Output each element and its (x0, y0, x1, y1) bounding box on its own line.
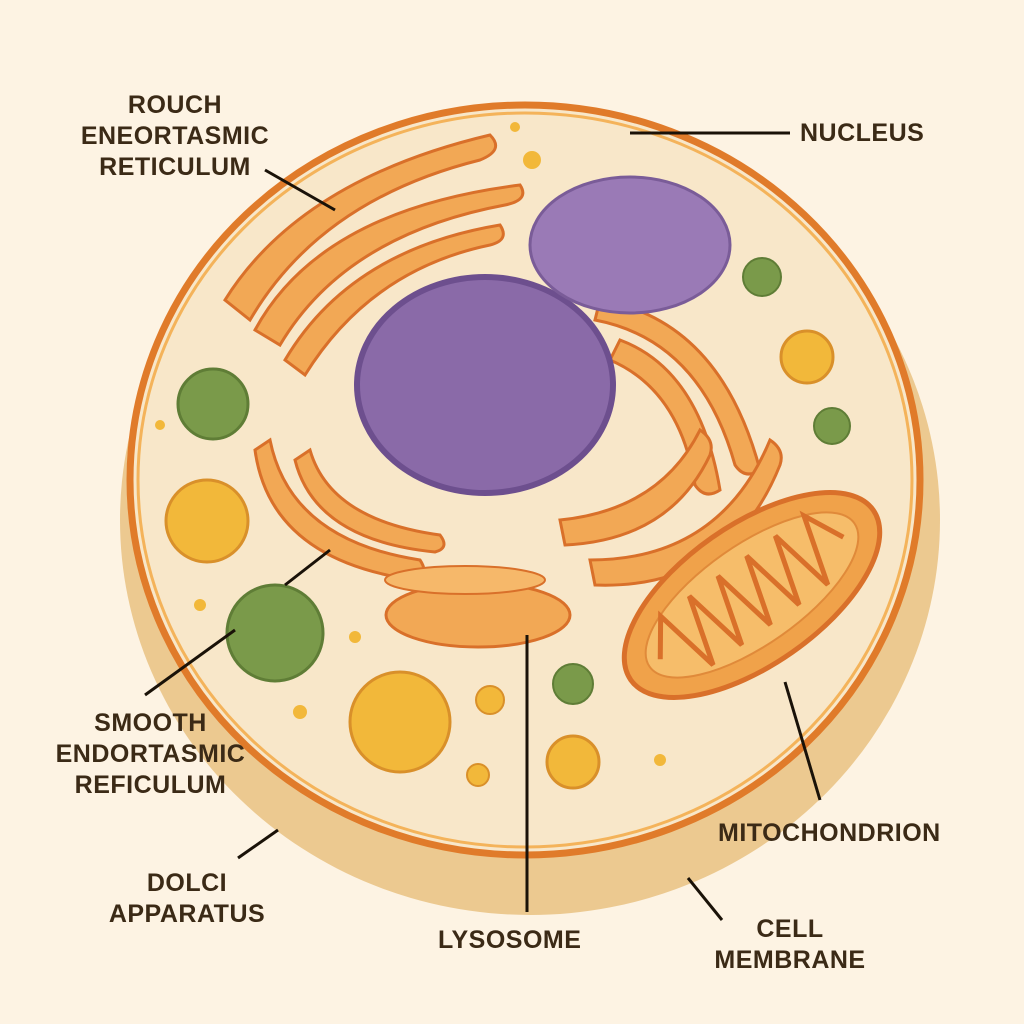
label-line: DOLCI (146, 869, 228, 897)
label-line: REFICULUM (74, 771, 227, 799)
label-nucleus: NUCLEUS (800, 118, 924, 149)
label-smooth-er: SMOOTH ENDORTASMIC REFICULUM (38, 708, 263, 801)
label-line: CELL (756, 915, 824, 943)
label-line: RETICULUM (99, 153, 251, 181)
label-line: APPARATUS (108, 900, 266, 928)
label-line: SMOOTH (94, 709, 207, 737)
rough-er (223, 133, 783, 587)
label-line: LYSOSOME (438, 926, 582, 954)
nucleolus (528, 175, 732, 315)
label-golgi: DOLCI APPARATUS (92, 868, 282, 930)
cell-membrane-inner-line (136, 111, 914, 849)
label-lysosome: LYSOSOME (438, 925, 581, 956)
nucleus (354, 274, 616, 496)
label-line: ENDORTASMIC (55, 740, 246, 768)
vesicles (155, 122, 851, 790)
leader-lines (144, 131, 822, 921)
label-mitochondrion: MITOCHONDRION (718, 818, 941, 849)
label-line: ROUCH (127, 91, 223, 119)
label-line: ENEORTASMIC (80, 122, 270, 150)
label-line: MEMBRANE (714, 946, 866, 974)
label-line: NUCLEUS (800, 119, 925, 147)
golgi-sac (384, 565, 546, 595)
label-rough-er: ROUCH ENEORTASMIC RETICULUM (60, 90, 290, 183)
mitochondrion (621, 490, 883, 700)
label-line: MITOCHONDRION (718, 819, 941, 847)
label-cell-membrane: CELL MEMBRANE (695, 914, 885, 976)
